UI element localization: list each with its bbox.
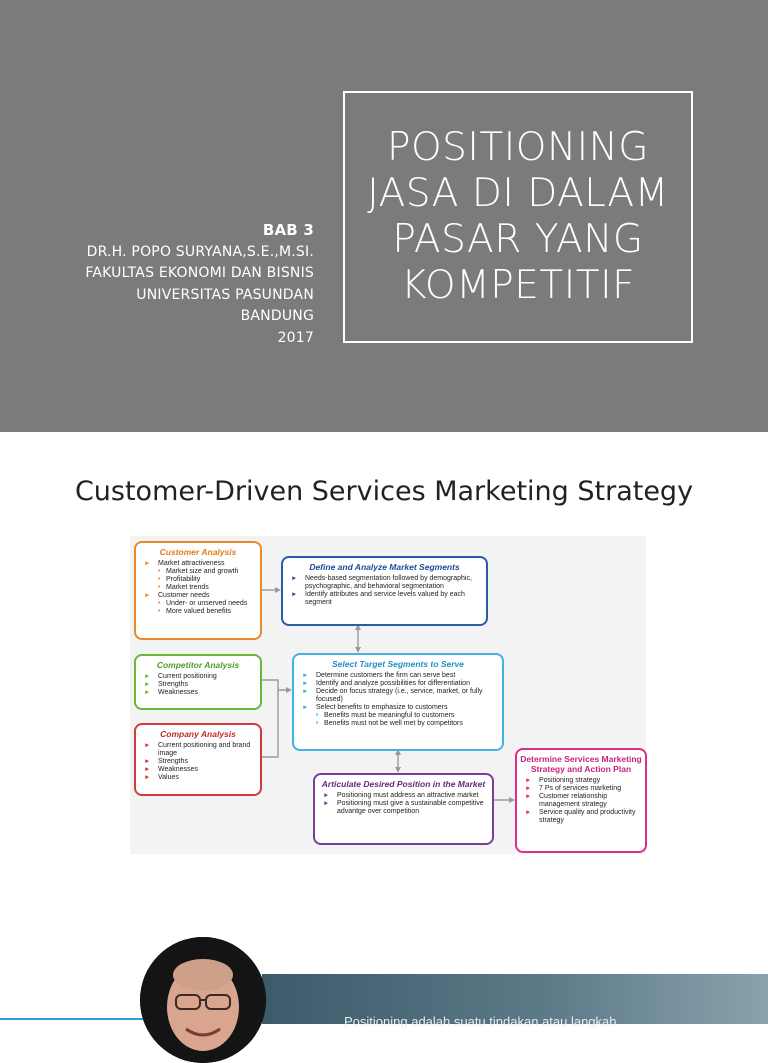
articulate-position-box: Articulate Desired Position in the Marke… bbox=[313, 773, 494, 845]
faculty-name: FAKULTAS EKONOMI DAN BISNIS bbox=[85, 265, 314, 281]
list-item: Identify attributes and service levels v… bbox=[291, 591, 480, 607]
bullet-list: Determine customers the firm can serve b… bbox=[294, 672, 502, 728]
list-item: Current positioning and brand image bbox=[144, 742, 254, 758]
list-item: Needs-based segmentation followed by dem… bbox=[291, 575, 480, 591]
title-line: KOMPETITIF bbox=[400, 263, 636, 308]
list-item: 7 Ps of services marketing bbox=[525, 785, 639, 793]
year-label: 2017 bbox=[277, 329, 314, 346]
list-item: Weaknesses bbox=[144, 766, 254, 774]
box-heading: Competitor Analysis bbox=[156, 660, 240, 670]
bullet-list: Positioning must address an attractive m… bbox=[315, 792, 492, 816]
list-item: Profitability bbox=[144, 576, 254, 584]
box-heading: Determine Services Marketing Strategy an… bbox=[520, 754, 642, 774]
connector-company-select bbox=[262, 690, 279, 758]
bullet-list: Current positioning Strengths Weaknesses bbox=[136, 673, 260, 697]
list-item: Current positioning bbox=[144, 673, 254, 681]
connector-competitor-select bbox=[262, 679, 289, 691]
list-item: Identify and analyze possibilities for d… bbox=[302, 680, 496, 688]
list-item: Market trends bbox=[144, 584, 254, 592]
university-name: UNIVERSITAS PASUNDAN bbox=[136, 286, 314, 303]
quote-caption: Positioning adalah suatu tindakan atau l… bbox=[344, 1014, 617, 1029]
author-block: BAB 3 DR.H. POPO SURYANA,S.E.,M.SI. FAKU… bbox=[85, 220, 314, 349]
diagram-connectors bbox=[262, 587, 515, 803]
box-heading: Articulate Desired Position in the Marke… bbox=[321, 779, 486, 789]
portrait-photo bbox=[140, 937, 266, 1063]
box-heading: Company Analysis bbox=[160, 729, 236, 739]
list-item: Under- or unserved needs bbox=[144, 600, 254, 608]
list-item: Market attractiveness bbox=[144, 560, 254, 568]
list-item: Determine customers the firm can serve b… bbox=[302, 672, 496, 680]
list-item: Decide on focus strategy (i.e., service,… bbox=[302, 688, 496, 704]
list-item: Customer relationship management strateg… bbox=[525, 793, 639, 809]
title-line: POSITIONING bbox=[386, 125, 650, 170]
box-heading: Customer Analysis bbox=[159, 547, 237, 557]
competitor-analysis-box: Competitor Analysis Current positioning … bbox=[134, 654, 262, 710]
title-line: PASAR YANG bbox=[392, 217, 644, 262]
list-item: Strengths bbox=[144, 681, 254, 689]
bullet-list: Current positioning and brand image Stre… bbox=[136, 742, 260, 782]
select-segments-box: Select Target Segments to Serve Determin… bbox=[292, 653, 504, 751]
list-item: Strengths bbox=[144, 758, 254, 766]
list-item: Weaknesses bbox=[144, 689, 254, 697]
slide3-banner bbox=[262, 974, 768, 1024]
box-heading: Select Target Segments to Serve bbox=[332, 659, 464, 669]
list-item: Select benefits to emphasize to customer… bbox=[302, 704, 496, 712]
bullet-list: Positioning strategy 7 Ps of services ma… bbox=[517, 777, 645, 825]
list-item: Values bbox=[144, 774, 254, 782]
box-heading: Define and Analyze Market Segments bbox=[309, 562, 460, 572]
chapter-label: BAB 3 bbox=[262, 221, 314, 239]
bullet-list: Needs-based segmentation followed by dem… bbox=[283, 575, 486, 607]
city-name: BANDUNG bbox=[240, 308, 314, 324]
bullet-list: Market attractiveness Market size and gr… bbox=[136, 560, 260, 616]
title-frame: POSITIONING JASA DI DALAM PASAR YANG KOM… bbox=[343, 91, 693, 343]
slide-title: POSITIONING JASA DI DALAM PASAR YANG KOM… bbox=[367, 125, 668, 309]
list-item: Benefits must be meaningful to customers bbox=[302, 712, 496, 720]
author-name: DR.H. POPO SURYANA,S.E.,M.SI. bbox=[86, 243, 314, 260]
list-item: Positioning must give a sustainable comp… bbox=[323, 800, 486, 816]
person-portrait-icon bbox=[140, 937, 266, 1063]
list-item: Positioning strategy bbox=[525, 777, 639, 785]
diagram-slide-title: Customer-Driven Services Marketing Strat… bbox=[74, 476, 694, 507]
accent-line bbox=[0, 1018, 262, 1020]
list-item: Positioning must address an attractive m… bbox=[323, 792, 486, 800]
define-segments-box: Define and Analyze Market Segments Needs… bbox=[281, 556, 488, 626]
determine-strategy-box: Determine Services Marketing Strategy an… bbox=[515, 748, 647, 853]
title-slide: BAB 3 DR.H. POPO SURYANA,S.E.,M.SI. FAKU… bbox=[0, 0, 768, 432]
list-item: Service quality and productivity strateg… bbox=[525, 809, 639, 825]
list-item: Benefits must not be well met by competi… bbox=[302, 720, 496, 728]
list-item: More valued benefits bbox=[144, 608, 254, 616]
company-analysis-box: Company Analysis Current positioning and… bbox=[134, 723, 262, 796]
customer-analysis-box: Customer Analysis Market attractiveness … bbox=[134, 541, 262, 640]
title-line: JASA DI DALAM bbox=[367, 171, 669, 216]
list-item: Customer needs bbox=[144, 592, 254, 600]
list-item: Market size and growth bbox=[144, 568, 254, 576]
